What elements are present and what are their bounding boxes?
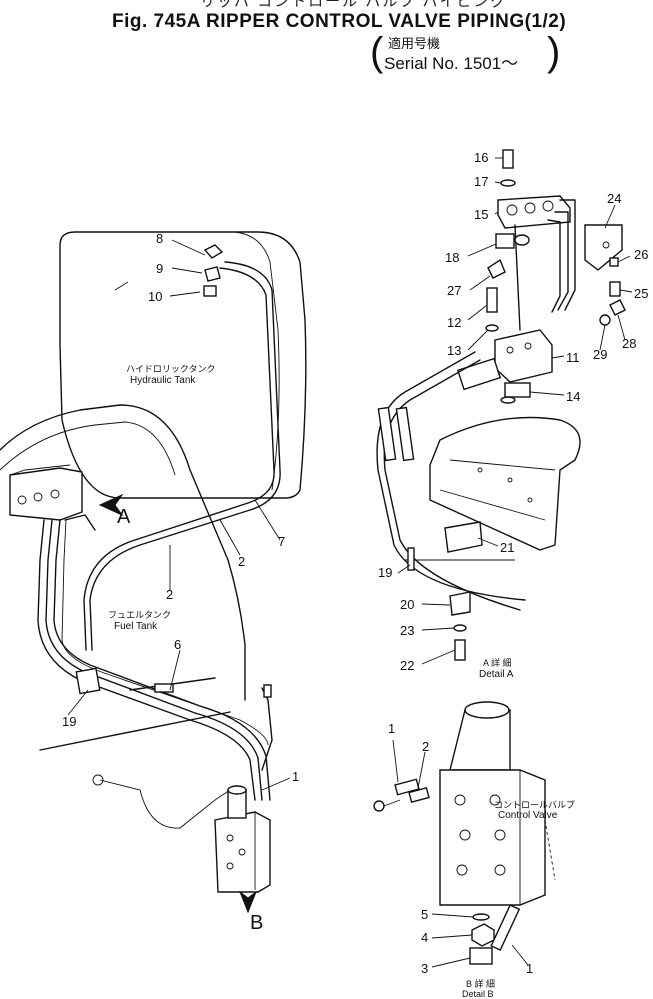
hydraulic-tank-label: Hydraulic Tank [130,375,196,386]
serial-close-paren: ) [547,30,561,74]
japanese-title: リッパ コントロール バルブ パイピング [200,0,508,10]
callout-2-detail-b: 2 [422,739,430,754]
figure-title: Fig. 745A RIPPER CONTROL VALVE PIPING(1/… [112,11,567,32]
callout-5-detail-b: 5 [421,907,429,922]
detail-b-fittings [373,778,521,965]
tube-1-main [92,684,273,829]
callout-3-detail-b: 3 [421,961,429,976]
clamp-19 [75,667,101,695]
hydraulic-tank-outline [59,231,307,499]
callout-22: 22 [400,658,415,673]
callout-1-detail-b-top: 1 [388,721,396,736]
callout-27: 27 [447,283,462,298]
leaders-detail-a [397,157,633,665]
callout-28: 28 [622,336,637,351]
detail-a-label-jp: A 詳 細 [483,658,512,668]
callout-29: 29 [593,347,608,362]
fuel-tank-label-jp: フュエルタンク [108,610,172,620]
arrow-b [238,890,258,914]
callout-6: 6 [174,637,182,652]
control-valve-b [214,785,271,893]
valve-11 [456,329,553,391]
callout-2a: 2 [238,554,246,569]
detail-a-label: Detail A [479,669,514,680]
callout-9: 9 [156,261,164,276]
detail-b-label: Detail B [462,989,494,999]
control-valve-left [9,464,96,531]
fuel-tank-label: Fuel Tank [114,621,158,632]
callout-10: 10 [148,289,163,304]
callout-12: 12 [447,315,462,330]
callout-2b: 2 [166,587,174,602]
pipe-7 [83,261,281,651]
callout-7: 7 [278,534,286,549]
callout-1-detail-b-bottom: 1 [526,961,534,976]
callout-25: 25 [634,286,649,301]
callout-26: 26 [634,247,649,262]
detail-a-bracket-frame [429,416,581,551]
callout-15: 15 [474,207,489,222]
callout-24: 24 [607,191,622,206]
callout-19-detail: 19 [378,565,393,580]
fittings-8-9-10 [203,244,224,297]
callout-14: 14 [566,389,581,404]
control-valve-label-jp: コントロールバルブ [494,800,576,810]
callout-19-main: 19 [62,714,77,729]
leaders-detail-b [392,739,529,968]
hydraulic-tank-label-jp: ハイドロリックタンク [126,364,216,374]
arrow-b-label: B [250,912,264,934]
callout-18: 18 [445,250,460,265]
callout-11: 11 [566,350,580,365]
callout-8: 8 [156,231,164,246]
callout-23: 23 [400,623,415,638]
control-valve-label: Control Valve [498,810,558,821]
callout-16: 16 [474,150,489,165]
callout-17: 17 [474,174,489,189]
serial-number: Serial No. 1501～ [384,54,519,73]
callout-13: 13 [447,343,462,358]
callout-1-main: 1 [292,769,300,784]
detail-b-label-jp: B 詳 細 [466,979,496,989]
detail-b-valve [439,701,556,906]
arrow-a [98,493,124,517]
serial-open-paren: ( [370,30,384,74]
fuel-tank-outline [0,404,246,751]
arrow-a-label: A [117,506,131,528]
pipe-6 [129,677,216,693]
serial-japanese: 適用号機 [388,36,441,51]
detail-a-pipes [376,199,576,611]
callout-20: 20 [400,597,415,612]
leaders-main [67,239,291,791]
hose-bundle [37,519,271,801]
callout-4-detail-b: 4 [421,930,429,945]
callout-21: 21 [500,540,515,555]
